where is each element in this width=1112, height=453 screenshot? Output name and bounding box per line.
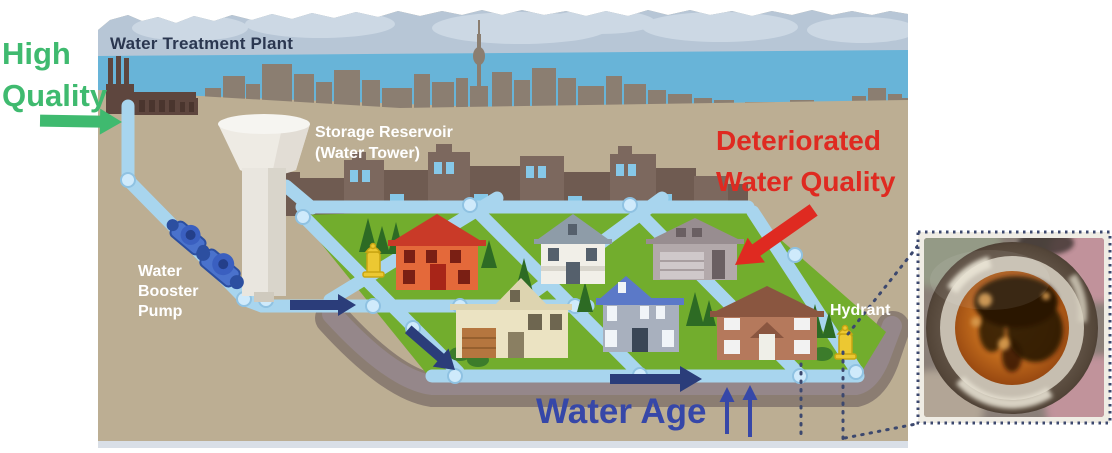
callout-dotted-lines — [799, 241, 922, 442]
treatment-plant-building — [106, 56, 198, 115]
street-curb — [315, 301, 908, 407]
pipe-tubercle-dark-center — [974, 276, 1063, 372]
fire-hydrant — [362, 242, 385, 278]
photo-dotted-border — [916, 230, 1112, 425]
house-gray-garage — [646, 218, 744, 280]
flow-arrow-diagonal-icon — [404, 325, 455, 370]
house-blue-roof — [596, 276, 684, 352]
booster-pump — [166, 219, 244, 290]
house-white — [534, 214, 612, 284]
house-orange — [388, 214, 486, 290]
water-tower — [218, 114, 310, 302]
corroded-pipe-photo — [916, 230, 1112, 425]
house-brown — [710, 286, 824, 360]
flow-arrow-right-icon — [290, 294, 356, 316]
house-cream — [450, 278, 572, 358]
flow-arrows — [290, 294, 702, 392]
water-age-up-arrows-icon — [719, 385, 758, 437]
red-arrow-icon — [735, 204, 818, 265]
green-arrow-icon — [39, 108, 122, 135]
cn-tower-icon — [473, 20, 485, 98]
fire-hydrant — [834, 324, 857, 360]
flow-arrow-long-icon — [610, 366, 702, 392]
clouds — [132, 10, 908, 44]
slide-edge — [98, 441, 908, 448]
